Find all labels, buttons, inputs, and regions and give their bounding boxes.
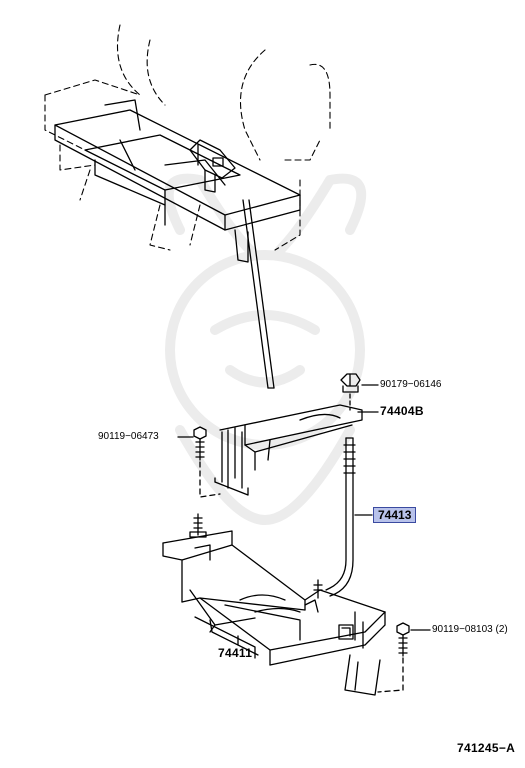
nut-90179-06146 [340, 373, 361, 393]
tray-inner-stud [313, 579, 323, 599]
tray-stud [189, 513, 207, 538]
battery-tray-74411 [162, 530, 386, 696]
bolt-06473-axis [199, 461, 221, 498]
bolt-90119-08103 [396, 622, 410, 657]
diagram-reference-code: 741245−A [457, 741, 516, 755]
clamp-bracket-74404B [214, 404, 363, 496]
bolt-90119-06473 [193, 426, 207, 461]
part-label-74411[interactable]: 74411 [218, 646, 253, 660]
bolt-08103-axis [377, 657, 404, 693]
part-label-74404B[interactable]: 74404B [380, 404, 424, 418]
hold-down-rod-upper [242, 199, 275, 389]
hold-down-rod-74413 [325, 437, 356, 597]
upper-clamp-bracket [189, 139, 236, 193]
frame-rails [54, 99, 301, 263]
watermark-emblem [163, 173, 367, 525]
part-label-90119-08103[interactable]: 90119−08103 (2) [432, 624, 508, 635]
part-label-90179-06146[interactable]: 90179−06146 [380, 379, 442, 390]
vehicle-frame-outline [44, 24, 331, 251]
part-label-74413-highlighted[interactable]: 74413 [373, 507, 417, 523]
part-label-90119-06473[interactable]: 90119−06473 [98, 431, 159, 442]
